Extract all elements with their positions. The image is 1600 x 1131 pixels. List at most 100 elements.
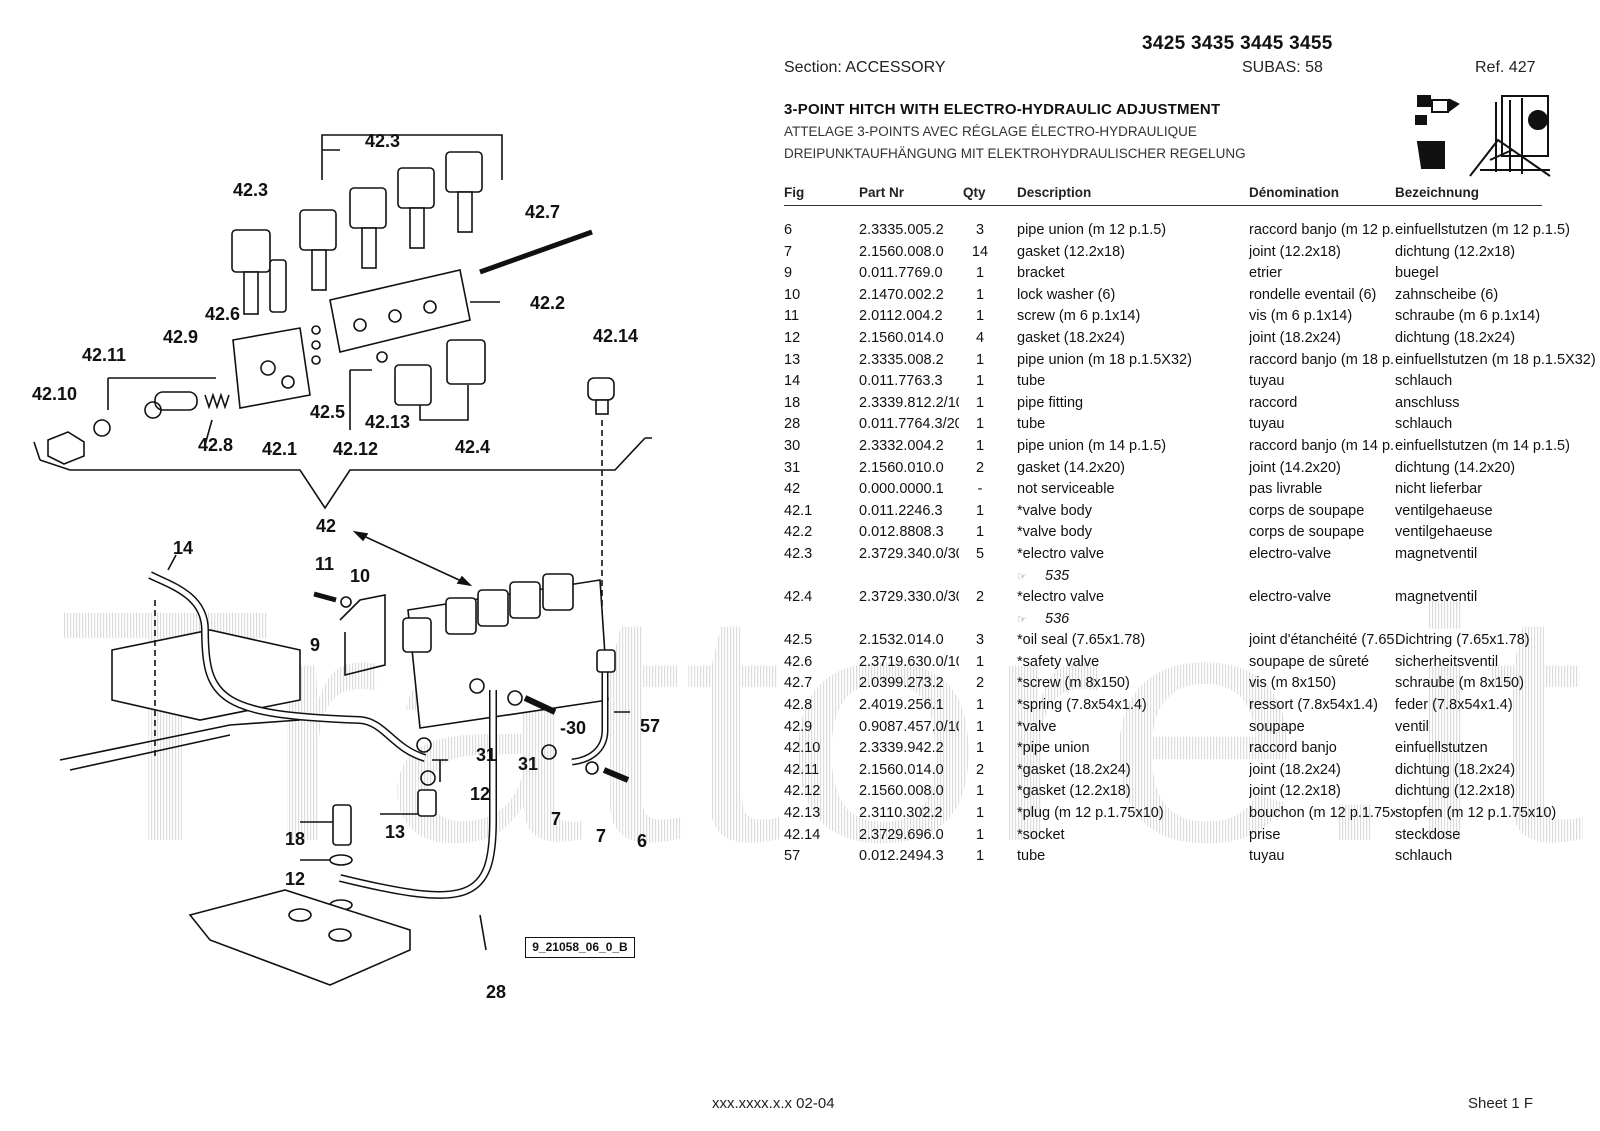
cell-fr: tuyau bbox=[1249, 848, 1285, 865]
cell-fr: raccord banjo (m 18 p.1.5X32) bbox=[1249, 351, 1395, 368]
cell-desc: gasket (18.2x24) bbox=[1017, 329, 1126, 346]
cell-de: ventil bbox=[1395, 718, 1429, 735]
cell-qty: 1 bbox=[975, 740, 985, 757]
cell-de: feder (7.8x54x1.4) bbox=[1395, 697, 1513, 714]
label-9: 9 bbox=[310, 635, 320, 655]
cell-qty: 1 bbox=[975, 373, 985, 390]
cell-qty: 3 bbox=[975, 632, 985, 649]
cell-de: steckdose bbox=[1395, 826, 1461, 843]
cell-desc: *gasket (18.2x24) bbox=[1017, 761, 1131, 778]
cell-part: 0.012.2494.3 bbox=[859, 848, 944, 865]
cell-fr: joint (14.2x20) bbox=[1249, 459, 1341, 476]
cell-fr: ressort (7.8x54x1.4) bbox=[1249, 697, 1378, 714]
cell-fr: prise bbox=[1249, 826, 1281, 843]
label-7b: 7 bbox=[596, 826, 606, 846]
label-42-14: 42.14 bbox=[593, 326, 638, 346]
cell-fr: soupape bbox=[1249, 718, 1305, 735]
cell-desc: pipe union (m 18 p.1.5X32) bbox=[1017, 351, 1192, 368]
cell-fig: 7 bbox=[784, 243, 793, 260]
cell-part: 2.1560.010.0 bbox=[859, 459, 944, 476]
cell-part: 2.1560.008.0 bbox=[859, 243, 944, 260]
label-31b: 31 bbox=[518, 754, 538, 774]
cell-desc: *valve bbox=[1017, 718, 1057, 735]
cell-fig: 42.5 bbox=[784, 632, 813, 649]
cell-desc: screw (m 6 p.1x14) bbox=[1017, 308, 1141, 325]
label-42-7: 42.7 bbox=[525, 202, 560, 222]
cell-part: 2.1560.014.0 bbox=[859, 329, 944, 346]
cell-part: 2.3332.004.2 bbox=[859, 437, 944, 454]
cell-part: 0.011.2246.3 bbox=[859, 502, 943, 519]
header-rule bbox=[784, 205, 1542, 206]
cell-desc: ☞535 bbox=[1017, 568, 1247, 584]
cell-fig: 42.12 bbox=[784, 783, 821, 800]
cell-part: 2.1532.014.0 bbox=[859, 632, 944, 649]
cell-fig: 42.11 bbox=[784, 761, 820, 778]
col-fr: Dénomination bbox=[1249, 185, 1339, 200]
label-42-4: 42.4 bbox=[455, 437, 490, 457]
label-42-8: 42.8 bbox=[198, 435, 233, 455]
cell-qty: 2 bbox=[975, 589, 985, 606]
cell-fr: vis (m 6 p.1x14) bbox=[1249, 308, 1353, 325]
cell-fig: 14 bbox=[784, 373, 801, 390]
cell-fig: 42.10 bbox=[784, 740, 821, 757]
label-42-12: 42.12 bbox=[333, 439, 378, 459]
cell-fr: joint (12.2x18) bbox=[1249, 783, 1341, 800]
cell-fr: vis (m 8x150) bbox=[1249, 675, 1337, 692]
cell-desc: *screw (m 8x150) bbox=[1017, 675, 1130, 692]
label-28: 28 bbox=[486, 982, 506, 1002]
cell-part: 2.3110.302.2 bbox=[859, 805, 943, 822]
cell-fig: 42.9 bbox=[784, 718, 813, 735]
cell-de: magnetventil bbox=[1395, 589, 1478, 606]
table-subrow: ☞535 bbox=[0, 568, 1600, 590]
cell-desc: pipe fitting bbox=[1017, 394, 1084, 411]
cell-de: buegel bbox=[1395, 265, 1439, 282]
cell-de: dichtung (12.2x18) bbox=[1395, 243, 1516, 260]
cell-fig: 13 bbox=[784, 351, 801, 368]
cell-fr: joint (18.2x24) bbox=[1249, 761, 1341, 778]
cell-fig: 18 bbox=[784, 394, 801, 411]
cell-fig: 42.14 bbox=[784, 826, 821, 843]
cell-qty: 1 bbox=[975, 718, 985, 735]
cell-fig: 28 bbox=[784, 416, 801, 433]
label-42-1: 42.1 bbox=[262, 439, 297, 459]
label-42-9: 42.9 bbox=[163, 327, 198, 347]
subas-label: SUBAS: 58 bbox=[1242, 59, 1323, 76]
cell-part: 2.3729.696.0 bbox=[859, 826, 944, 843]
cell-de: sicherheitsventil bbox=[1395, 653, 1499, 670]
cell-part: 0.012.8808.3 bbox=[859, 524, 944, 541]
col-desc: Description bbox=[1017, 185, 1092, 200]
section-thumbnail bbox=[1415, 95, 1551, 177]
pointing-hand-icon: ☞ bbox=[1017, 613, 1027, 626]
cell-desc: not serviceable bbox=[1017, 481, 1115, 498]
label-42-13: 42.13 bbox=[365, 412, 410, 432]
cell-fr: bouchon (m 12 p.1.75x10) bbox=[1249, 805, 1395, 822]
cell-fig: 10 bbox=[784, 286, 801, 303]
cell-desc: *plug (m 12 p.1.75x10) bbox=[1017, 805, 1164, 822]
label-57: 57 bbox=[640, 716, 660, 736]
cell-fig: 42.6 bbox=[784, 653, 813, 670]
cell-de: ventilgehaeuse bbox=[1395, 524, 1493, 541]
label-13: 13 bbox=[385, 822, 405, 842]
label-7a: 7 bbox=[551, 809, 561, 829]
cell-desc: ☞536 bbox=[1017, 611, 1247, 627]
label-42-6: 42.6 bbox=[205, 304, 240, 324]
cell-fr: joint (18.2x24) bbox=[1249, 329, 1341, 346]
cell-qty: 1 bbox=[975, 437, 985, 454]
label-12a: 12 bbox=[470, 784, 490, 804]
cell-fig: 12 bbox=[784, 329, 801, 346]
cell-fig: 42.13 bbox=[784, 805, 821, 822]
label-12b: 12 bbox=[285, 869, 305, 889]
exploded-diagram: 42.3 42.3 42.7 42.6 42.2 42.14 42.11 42.… bbox=[32, 131, 660, 1002]
cell-fr: raccord banjo bbox=[1249, 740, 1337, 757]
cell-qty: 1 bbox=[975, 697, 985, 714]
cell-qty: 5 bbox=[975, 545, 985, 562]
cell-de: anschluss bbox=[1395, 394, 1460, 411]
col-fig: Fig bbox=[784, 185, 805, 200]
